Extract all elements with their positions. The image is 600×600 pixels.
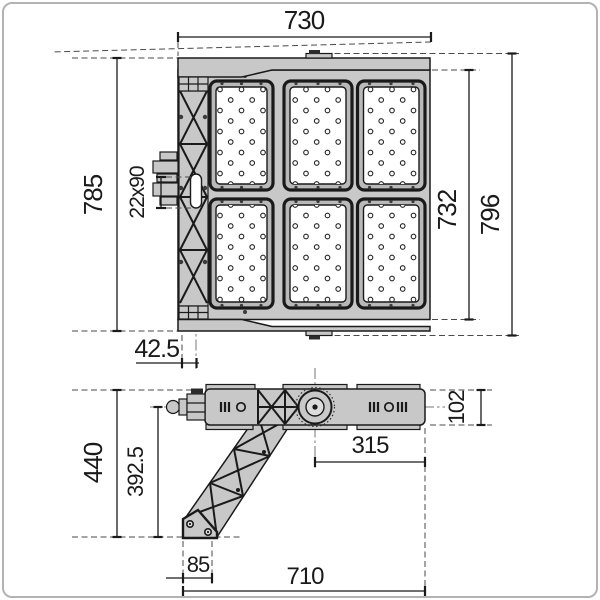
dim-label-785: 785 (78, 174, 108, 215)
cable-gland-front (152, 151, 179, 206)
dim-label-730: 730 (284, 5, 325, 35)
top-connector (305, 52, 333, 59)
dim-392-5: 392.5 (123, 405, 163, 539)
fixture-side-profile (165, 383, 426, 431)
dim-label-392-5: 392.5 (123, 446, 148, 497)
dim-785: 785 (78, 56, 122, 333)
led-panel (208, 79, 275, 192)
dim-710: 710 (181, 563, 427, 596)
dim-label-42-5: 42.5 (134, 335, 179, 363)
bolt (178, 114, 184, 120)
led-panel (208, 197, 275, 310)
bolt (178, 185, 184, 191)
dim-label-102: 102 (444, 390, 469, 424)
fastener-marks-right (368, 401, 408, 413)
fastener-marks-left (219, 401, 247, 413)
dim-732: 732 (432, 68, 474, 321)
mounting-truss-column (178, 90, 209, 307)
cable-gland-side (165, 388, 206, 421)
dim-label-85: 85 (187, 552, 210, 577)
front-view: 730 785 22x90 732 796 (51, 5, 519, 369)
led-panel (282, 79, 354, 192)
top-h-bracket (178, 76, 209, 92)
side-view: 102 440 392.5 315 85 (72, 368, 492, 597)
bottom-connector-cap (309, 335, 320, 340)
led-panel (282, 197, 354, 310)
tilt-pivot (294, 386, 336, 428)
housing-screw (243, 310, 247, 314)
bottom-h-bracket (178, 305, 209, 320)
dim-label-315: 315 (351, 432, 389, 459)
bottom-cap-bar (177, 318, 431, 332)
top-cap-bar (177, 57, 431, 78)
dim-102: 102 (444, 388, 486, 427)
dim-796: 796 (475, 52, 517, 337)
led-panel (355, 197, 427, 310)
dim-label-796: 796 (475, 194, 505, 235)
bolt (202, 259, 208, 265)
mounting-slot-22x90 (189, 173, 203, 209)
led-panel-grid (208, 79, 427, 310)
dim-85: 85 (166, 552, 214, 583)
dim-730: 730 (176, 5, 433, 42)
dim-440: 440 (78, 388, 122, 539)
bolt (202, 114, 208, 120)
dim-label-710: 710 (286, 563, 324, 590)
bolt (178, 259, 184, 265)
dim-22x90: 22x90 (126, 166, 191, 219)
dim-label-440: 440 (78, 442, 108, 483)
mounting-foot (181, 508, 219, 540)
top-connector-cap (309, 50, 320, 54)
dim-label-22x90: 22x90 (126, 166, 149, 219)
bolt (202, 185, 208, 191)
dim-42-5: 42.5 (134, 335, 199, 368)
bottom-connector (305, 330, 333, 337)
dim-label-732: 732 (432, 189, 462, 230)
led-panel (355, 79, 427, 192)
dim-315: 315 (313, 432, 427, 467)
